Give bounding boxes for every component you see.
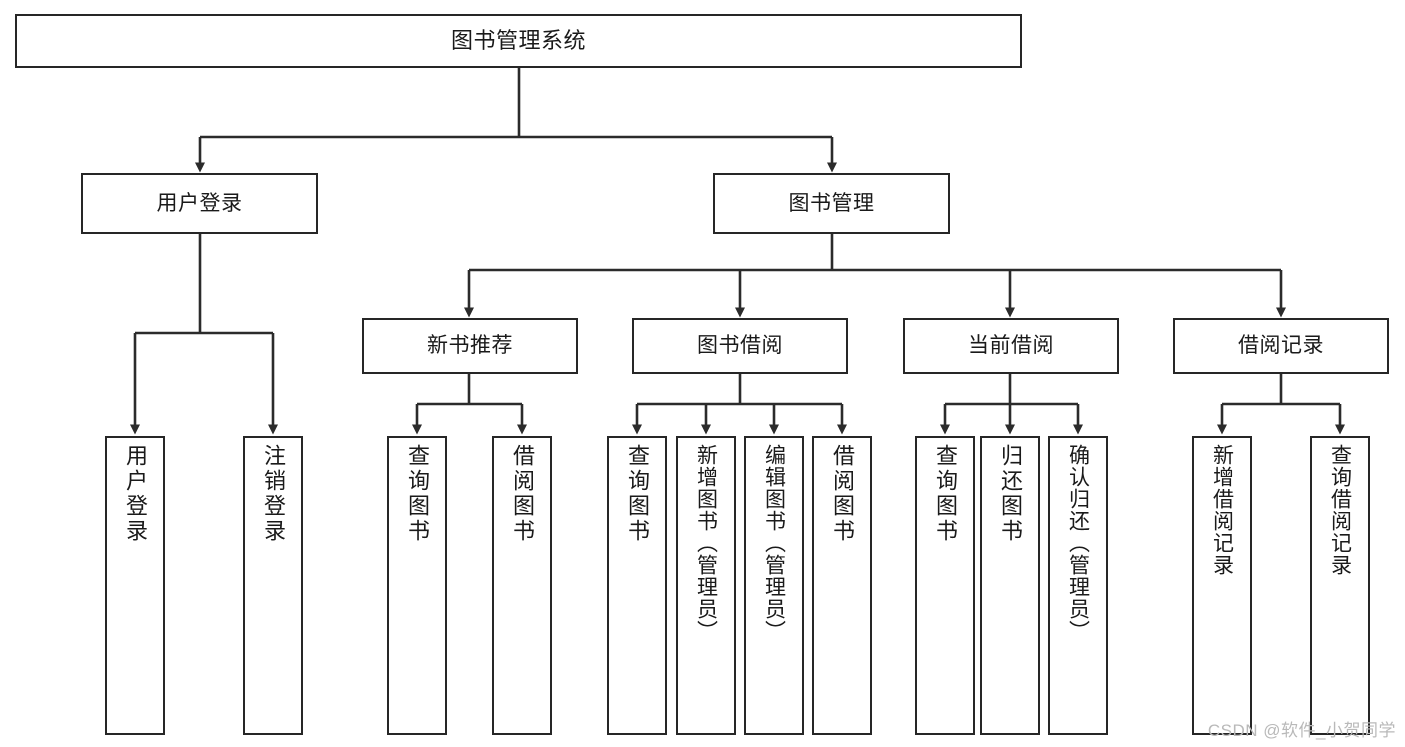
- leaf-query-book-recommendation[interactable]: 查询图书: [387, 436, 447, 735]
- leaf-query-borrow-record[interactable]: 查询借阅记录: [1310, 436, 1370, 735]
- node-label: 编辑图书（管理员）: [762, 444, 786, 642]
- leaf-borrow-book[interactable]: 借阅图书: [812, 436, 872, 735]
- node-current-borrow[interactable]: 当前借阅: [903, 318, 1119, 374]
- node-label: 图书借阅: [697, 334, 783, 358]
- node-label: 借阅图书: [510, 444, 535, 544]
- watermark-text: CSDN @软件_小贺同学: [1207, 721, 1396, 740]
- node-label: 新增借阅记录: [1210, 444, 1234, 576]
- node-label: 用户登录: [156, 191, 243, 215]
- node-label: 图书管理系统: [450, 27, 586, 53]
- node-label: 确认归还（管理员）: [1066, 444, 1090, 642]
- node-label: 注销登录: [261, 444, 286, 544]
- node-label: 用户登录: [123, 444, 148, 544]
- node-label: 借阅图书: [830, 444, 855, 544]
- node-borrow-record[interactable]: 借阅记录: [1173, 318, 1389, 374]
- leaf-query-book-borrow[interactable]: 查询图书: [607, 436, 667, 735]
- node-label: 新增图书（管理员）: [694, 444, 718, 642]
- node-book-borrow[interactable]: 图书借阅: [632, 318, 848, 374]
- node-label: 归还图书: [998, 444, 1023, 544]
- node-label: 新书推荐: [427, 334, 513, 358]
- leaf-confirm-return-admin[interactable]: 确认归还（管理员）: [1048, 436, 1108, 735]
- leaf-edit-book-admin[interactable]: 编辑图书（管理员）: [744, 436, 804, 735]
- leaf-add-borrow-record[interactable]: 新增借阅记录: [1192, 436, 1252, 735]
- node-label: 查询图书: [405, 444, 430, 544]
- node-label: 借阅记录: [1238, 334, 1324, 358]
- leaf-query-book-current[interactable]: 查询图书: [915, 436, 975, 735]
- leaf-borrow-book-recommendation[interactable]: 借阅图书: [492, 436, 552, 735]
- node-label: 查询图书: [625, 444, 650, 544]
- node-label: 当前借阅: [968, 334, 1054, 358]
- leaf-user-login[interactable]: 用户登录: [105, 436, 165, 735]
- node-user-login[interactable]: 用户登录: [81, 173, 318, 234]
- node-book-management[interactable]: 图书管理: [713, 173, 950, 234]
- node-new-book-recommendation[interactable]: 新书推荐: [362, 318, 578, 374]
- leaf-return-book[interactable]: 归还图书: [980, 436, 1040, 735]
- node-label: 查询图书: [933, 444, 958, 544]
- node-root-system[interactable]: 图书管理系统: [15, 14, 1022, 68]
- node-label: 查询借阅记录: [1328, 444, 1352, 576]
- leaf-logout-login[interactable]: 注销登录: [243, 436, 303, 735]
- node-label: 图书管理: [788, 191, 875, 215]
- leaf-add-book-admin[interactable]: 新增图书（管理员）: [676, 436, 736, 735]
